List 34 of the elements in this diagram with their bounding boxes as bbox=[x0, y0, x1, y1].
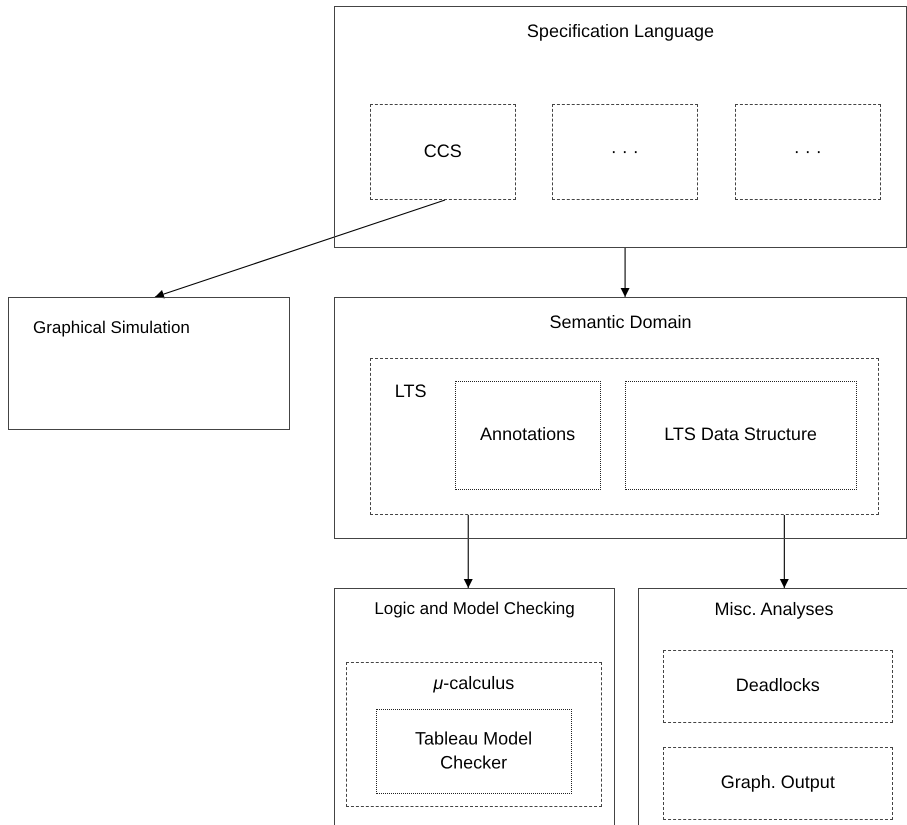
arrow bbox=[620, 248, 630, 297]
box-heading: Semantic Domain bbox=[548, 312, 693, 334]
box-heading: μ-calculus bbox=[432, 672, 516, 694]
box-heading: LTS bbox=[394, 380, 426, 402]
box-label: Annotations bbox=[479, 424, 576, 446]
box-heading: Logic and Model Checking bbox=[373, 599, 576, 620]
container-box bbox=[334, 588, 615, 825]
dotted-box bbox=[624, 380, 857, 490]
container-box bbox=[638, 588, 907, 825]
dashed-box bbox=[662, 746, 893, 820]
box-label: Deadlocks bbox=[734, 676, 821, 698]
box-label: · · · bbox=[792, 141, 823, 163]
dashed-box bbox=[734, 104, 881, 200]
dashed-box bbox=[552, 104, 698, 200]
box-label: Tableau Model Checker bbox=[414, 728, 534, 776]
arrow bbox=[780, 515, 789, 588]
box-heading: Graphical Simulation bbox=[33, 318, 190, 338]
box-label: · · · bbox=[610, 141, 640, 163]
arrow bbox=[464, 515, 473, 588]
box-label: Graph. Output bbox=[720, 772, 836, 794]
dotted-box bbox=[454, 380, 601, 490]
dashed-box bbox=[346, 662, 602, 807]
container-box bbox=[334, 6, 907, 248]
box-heading: Misc. Analyses bbox=[713, 599, 835, 621]
dashed-box bbox=[662, 650, 893, 723]
dashed-box bbox=[370, 358, 879, 515]
box-label: CCS bbox=[422, 141, 463, 163]
box-label: LTS Data Structure bbox=[663, 424, 818, 446]
arrow bbox=[154, 199, 446, 298]
container-box bbox=[334, 297, 907, 539]
process-box bbox=[8, 297, 290, 430]
box-heading: Specification Language bbox=[526, 21, 716, 43]
dotted-box bbox=[376, 708, 572, 794]
dashed-box bbox=[370, 104, 516, 200]
